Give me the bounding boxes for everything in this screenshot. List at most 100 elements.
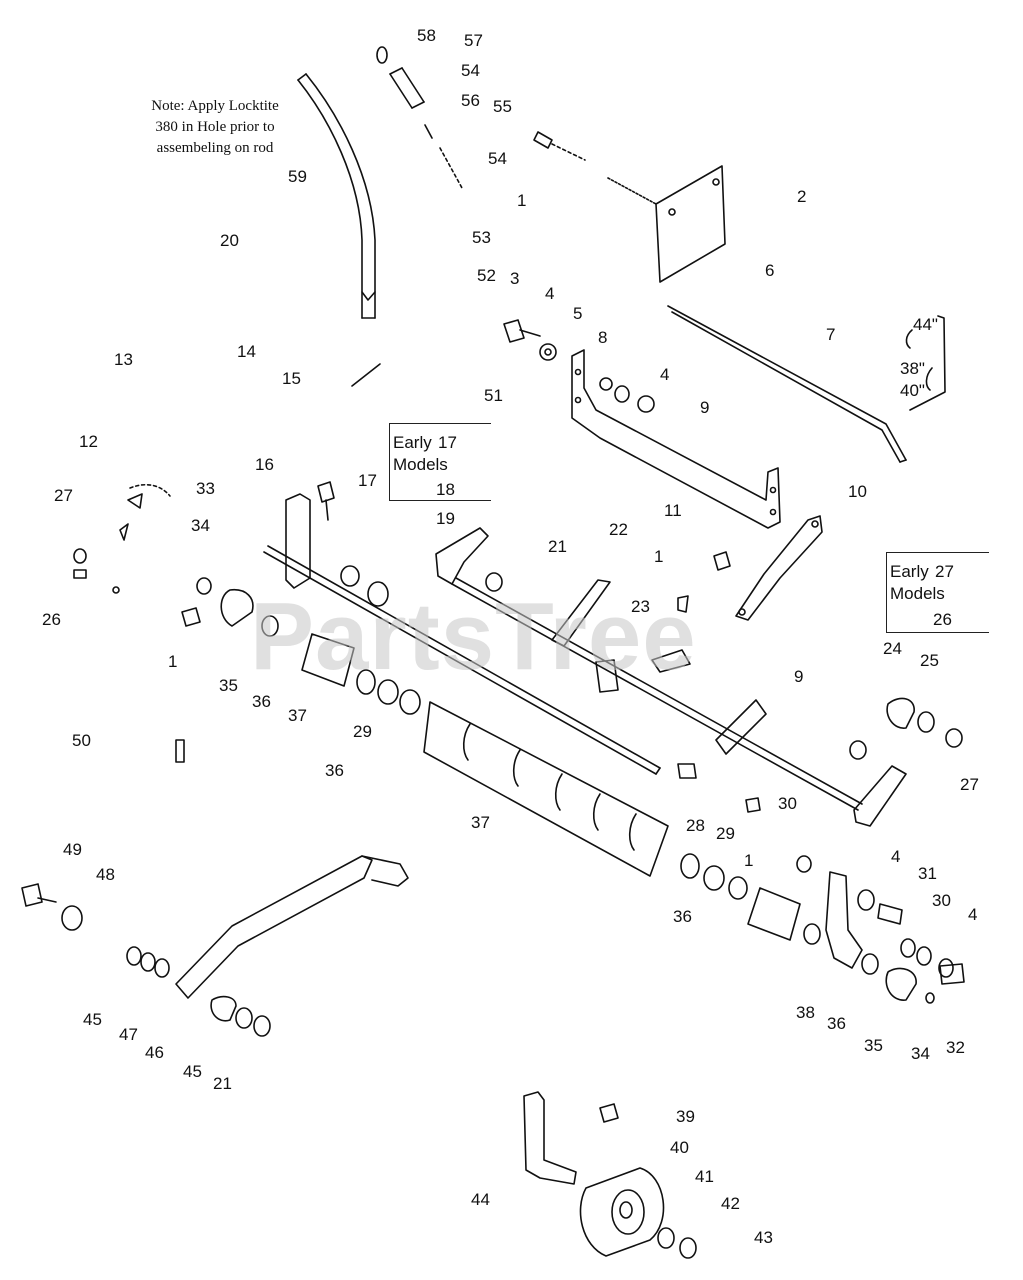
part-callout-15: 15 [282,369,301,388]
part-callout-32: 32 [946,1038,965,1057]
small-screw [351,363,381,387]
part-callout-53: 53 [472,228,491,247]
part-callout-28: 28 [686,816,705,835]
part-callout-7: 7 [826,325,836,344]
part-callout-13: 13 [114,350,133,369]
part-callout-52: 52 [477,266,496,285]
part-callout-21: 21 [213,1074,232,1093]
part-number: 27 [935,562,954,581]
part-callout-25: 25 [920,651,939,670]
part-callout-30: 30 [778,794,797,813]
early-models-box: Early Models 17 18 [389,423,491,501]
dimension-label: 44" [913,315,938,334]
part-callout-43: 43 [754,1228,773,1247]
part-callout-19: 19 [436,509,455,528]
part-callout-16: 16 [255,455,274,474]
part-callout-31: 31 [918,864,937,883]
part-callout-10: 10 [848,482,867,501]
part-callout-39: 39 [676,1107,695,1126]
part-callout-3: 3 [510,269,520,288]
main-roller [301,633,821,945]
part-callout-29: 29 [353,722,372,741]
part-callout-23: 23 [631,597,650,616]
part-callout-30: 30 [932,891,951,910]
part-callout-54: 54 [461,61,480,80]
dimension-label: 40" [900,381,925,400]
part-callout-27: 27 [54,486,73,505]
part-callout-33: 33 [196,479,215,498]
part-callout-42: 42 [721,1194,740,1213]
part-callout-20: 20 [220,231,239,250]
part-callout-38: 38 [796,1003,815,1022]
part-callout-12: 12 [79,432,98,451]
bearing-left [181,577,279,637]
part-callout-57: 57 [464,31,483,50]
part-callout-4: 4 [660,365,670,384]
bushings-right [886,697,963,748]
part-callout-29: 29 [716,824,735,843]
part-callout-1: 1 [168,652,178,671]
part-callout-35: 35 [864,1036,883,1055]
part-callout-14: 14 [237,342,256,361]
part-callout-26: 26 [42,610,61,629]
small-pins [119,483,171,541]
part-callout-36: 36 [325,761,344,780]
early-label: Early [393,433,432,452]
handle-lever-part [297,73,376,319]
part-callout-2: 2 [797,187,807,206]
watermark-logo: PartsTree [250,583,697,690]
part-callout-51: 51 [484,386,503,405]
part-callout-34: 34 [191,516,210,535]
part-callout-36: 36 [827,1014,846,1033]
bolt-and-washer [503,319,557,361]
part-callout-58: 58 [417,26,436,45]
part-callout-35: 35 [219,676,238,695]
spacer-washer-left [73,548,120,594]
right-bracket [796,855,965,1004]
mounting-plate [655,165,726,283]
part-callout-49: 49 [63,840,82,859]
part-callout-55: 55 [493,97,512,116]
mid-rod-assembly [435,527,907,827]
models-label: Models [890,584,945,603]
part-callout-34: 34 [911,1044,930,1063]
part-callout-6: 6 [765,261,775,280]
part-callout-8: 8 [598,328,608,347]
adjustment-rod [667,305,907,463]
part-callout-4: 4 [545,284,555,303]
note-line: assembeling on rod [156,140,274,156]
part-callout-22: 22 [609,520,628,539]
locktite-note: Note: Apply Locktite 380 in Hole prior t… [120,96,310,159]
part-callout-21: 21 [548,537,567,556]
part-number: 26 [933,610,952,629]
part-callout-40: 40 [670,1138,689,1157]
part-callout-1: 1 [654,547,664,566]
part-callout-11: 11 [664,501,682,520]
lift-bracket [571,349,781,529]
part-callout-36: 36 [673,907,692,926]
part-number: 18 [436,480,455,499]
part-callout-50: 50 [72,731,91,750]
part-callout-4: 4 [968,905,978,924]
bolt-screw [533,131,657,205]
part-callout-24: 24 [883,639,902,658]
misc-screws [175,739,761,813]
height-bracket [905,315,946,411]
models-label: Models [393,455,448,474]
early-models-box: Early Models 27 26 [886,552,989,633]
part-callout-45: 45 [183,1062,202,1081]
part-number: 17 [438,433,457,452]
early-label: Early [890,562,929,581]
lower-arm [21,855,409,1037]
note-line: Note: Apply Locktite [151,98,279,114]
dimension-label: 38" [900,359,925,378]
part-callout-4: 4 [891,847,901,866]
link-arm [735,515,823,621]
part-callout-44: 44 [471,1190,490,1209]
part-callout-54: 54 [488,149,507,168]
part-callout-37: 37 [471,813,490,832]
part-callout-41: 41 [695,1167,714,1186]
part-callout-27: 27 [960,775,979,794]
